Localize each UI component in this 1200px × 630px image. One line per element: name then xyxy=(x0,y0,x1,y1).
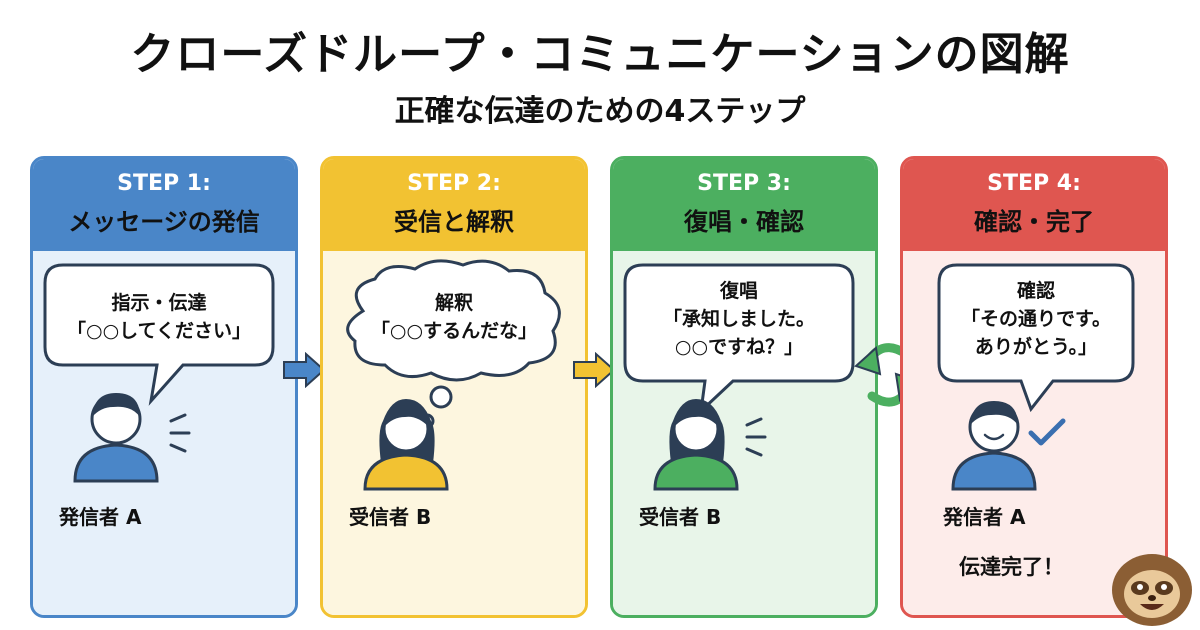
step-title: メッセージの発信 xyxy=(68,208,260,236)
speech-bubble-icon xyxy=(43,263,275,406)
checkmark-icon xyxy=(1028,418,1066,446)
step-header-1: STEP 1: メッセージの発信 xyxy=(33,159,295,251)
step-header-2: STEP 2: 受信と解釈 xyxy=(323,159,585,251)
step-body-2: 解釈 「○○するんだな」 受信者 B xyxy=(323,251,585,615)
step-header-4: STEP 4: 確認・完了 xyxy=(903,159,1165,251)
completion-label: 伝達完了！ xyxy=(959,555,1064,579)
step-body-3: 復唱 「承知しました。 ○○ですね？」 受信者 B xyxy=(613,251,875,615)
step-body-1: 指示・伝達 「○○してください」 発信者 A xyxy=(33,251,295,615)
step-label: STEP 2: xyxy=(407,171,501,196)
bubble-text: 解釈 「○○するんだな」 xyxy=(370,292,538,342)
person-long-hair-icon xyxy=(653,399,739,491)
person-long-hair-icon xyxy=(363,399,449,491)
sound-waves-icon xyxy=(169,413,191,453)
step-label: STEP 4: xyxy=(987,171,1081,196)
person-label: 受信者 B xyxy=(639,505,722,529)
bubble-text: 復唱 「承知しました。 ○○ですね？」 xyxy=(662,280,815,358)
step-header-3: STEP 3: 復唱・確認 xyxy=(613,159,875,251)
thought-bubble-icon xyxy=(346,259,561,429)
person-label: 発信者 A xyxy=(59,505,142,529)
sound-waves-icon xyxy=(745,417,767,457)
step-title: 確認・完了 xyxy=(974,208,1094,236)
bubble-text: 指示・伝達 「○○してください」 xyxy=(66,292,252,342)
person-label: 発信者 A xyxy=(943,505,1026,529)
person-smiling-icon xyxy=(951,401,1037,491)
person-short-hair-icon xyxy=(73,393,159,483)
step-card-2: STEP 2: 受信と解釈 解釈 「○○するんだな」 受信者 B xyxy=(320,156,588,618)
person-label: 受信者 B xyxy=(349,505,432,529)
arrow-right-icon xyxy=(573,352,616,388)
step-title: 復唱・確認 xyxy=(684,208,804,236)
bubble-text: 確認 「その通りです。 ありがとう。」 xyxy=(960,280,1112,358)
speech-bubble-icon xyxy=(623,263,855,415)
step-card-4: STEP 4: 確認・完了 確認 「その通りです。 ありがとう。」 発信者 A … xyxy=(900,156,1168,618)
step-card-1: STEP 1: メッセージの発信 指示・伝達 「○○してください」 発信者 A xyxy=(30,156,298,618)
step-label: STEP 3: xyxy=(697,171,791,196)
arrow-right-icon xyxy=(283,352,326,388)
step-title: 受信と解釈 xyxy=(394,208,514,236)
sloth-mascot-icon xyxy=(1112,554,1192,626)
page-subtitle: 正確な伝達のための4ステップ xyxy=(394,94,806,129)
speech-bubble-icon xyxy=(937,263,1135,413)
step-label: STEP 1: xyxy=(117,171,211,196)
step-body-4: 確認 「その通りです。 ありがとう。」 発信者 A 伝達完了！ xyxy=(903,251,1165,615)
page-title: クローズドループ・コミュニケーションの図解 xyxy=(130,29,1070,80)
step-card-3: STEP 3: 復唱・確認 復唱 「承知しました。 ○○ですね？」 受信者 B xyxy=(610,156,878,618)
